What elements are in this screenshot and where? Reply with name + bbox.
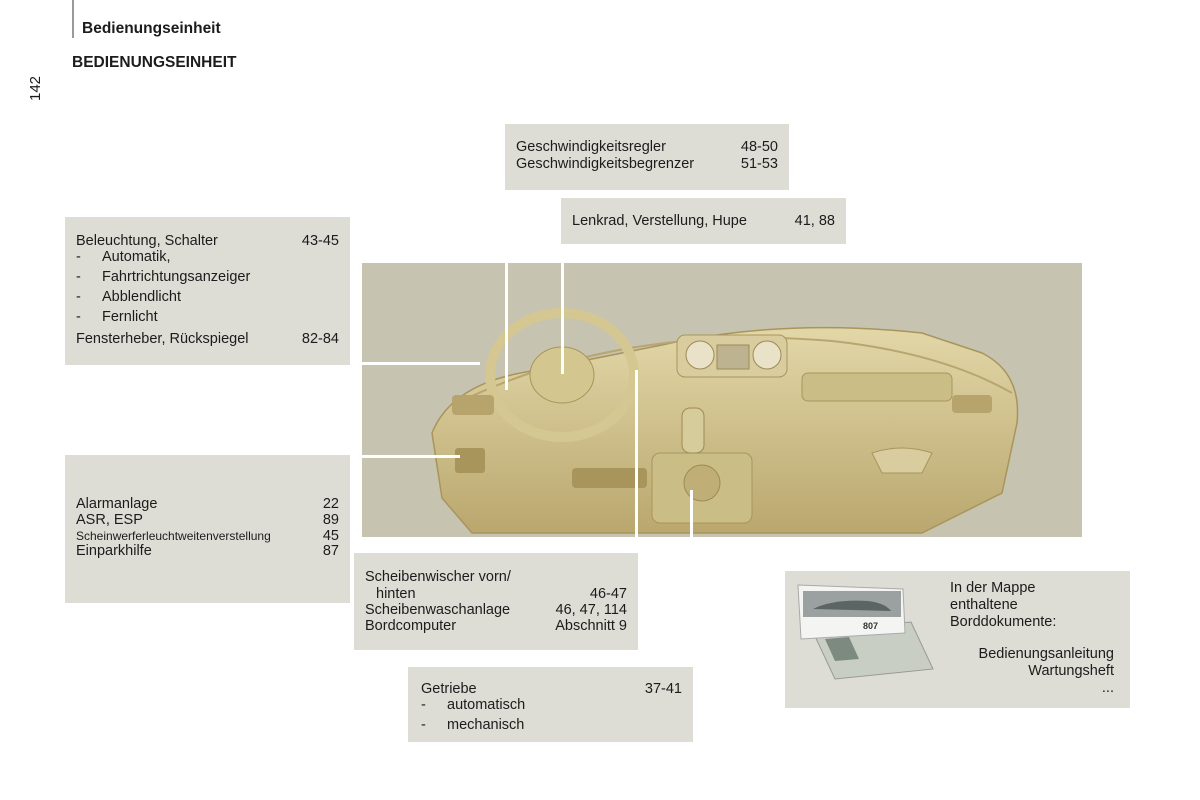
- speed-row-label: Geschwindigkeitsbegrenzer: [516, 156, 695, 172]
- wiper-row2-label: Scheibenwaschanlage: [365, 602, 511, 618]
- lighting-item: -Abblendlicht: [76, 289, 181, 305]
- alarm-row-label: Scheinwerferleuchtweitenverstellung: [76, 529, 271, 543]
- steering-box: Lenkrad, Verstellung, Hupe 41, 88: [561, 198, 846, 244]
- lighting-footer: Fensterheber, Rückspiegel: [76, 331, 249, 347]
- wiper-line2: hinten: [376, 586, 416, 602]
- documents-item-manual: Bedienungsanleitung: [978, 646, 1114, 662]
- page-heading: BEDIENUNGSEINHEIT: [72, 54, 237, 71]
- lighting-title-pages: 43-45: [301, 233, 339, 249]
- gearbox-box: Getriebe 37-41 -automatisch -mechanisch: [408, 667, 693, 742]
- lighting-title: Beleuchtung, Schalter: [76, 233, 218, 249]
- gearbox-title: Getriebe: [421, 681, 477, 697]
- speed-row-pages: 51-53: [740, 156, 778, 172]
- alarm-row-pages: 22: [322, 496, 339, 512]
- wiper-line1: Scheibenwischer vorn/: [365, 569, 511, 585]
- wiper-row3-label: Bordcomputer: [365, 618, 457, 634]
- alarm-row-pages: 87: [322, 543, 339, 559]
- gearbox-item: -mechanisch: [421, 717, 525, 733]
- documents-item-more: ...: [1101, 680, 1114, 696]
- steering-label: Lenkrad, Verstellung, Hupe: [572, 213, 747, 229]
- dashboard-drawing: [431, 308, 1019, 534]
- leader-line-wiper: [635, 370, 638, 553]
- wiper-box: Scheibenwischer vorn/ hinten 46-47 Scheib…: [354, 553, 638, 650]
- gearbox-pages: 37-41: [644, 681, 682, 697]
- dashboard-illustration: [362, 263, 1082, 537]
- page-number: 142: [27, 75, 45, 102]
- leader-line-lighting: [350, 362, 480, 365]
- speed-row-pages: 48-50: [740, 139, 778, 155]
- header-rule: [72, 0, 74, 38]
- alarm-row-pages: 89: [322, 512, 339, 528]
- lighting-item: -Fahrtrichtungsanzeiger: [76, 269, 251, 285]
- wiper-row2-pages: 46, 47, 114: [555, 602, 628, 618]
- documents-intro-2: enthaltene: [950, 597, 1018, 613]
- speed-row-label: Geschwindigkeitsregler: [516, 139, 666, 155]
- alarm-row-label: ASR, ESP: [76, 512, 143, 528]
- speed-box: Geschwindigkeitsregler 48-50 Geschwindigk…: [505, 124, 789, 190]
- lighting-footer-pages: 82-84: [301, 331, 339, 347]
- wiper-row3-pages: Abschnitt 9: [555, 618, 627, 634]
- leader-line-steering: [561, 244, 564, 374]
- lighting-box: Beleuchtung, Schalter 43-45 -Automatik, -…: [65, 217, 350, 365]
- alarm-row-label: Einparkhilfe: [76, 543, 152, 559]
- gearbox-item: -automatisch: [421, 697, 526, 713]
- leader-line-alarm: [350, 455, 460, 458]
- lighting-item: -Fernlicht: [76, 309, 158, 325]
- alarm-row-pages: 45: [322, 528, 339, 544]
- leader-line-gearbox: [690, 490, 693, 667]
- documents-box: 807 In der Mappe enthaltene Borddokument…: [785, 571, 1130, 708]
- alarm-box: Alarmanlage 22 ASR, ESP 89 Scheinwerferleu…: [65, 455, 350, 603]
- documents-item-service: Wartungsheft: [1028, 663, 1114, 679]
- documents-intro-3: Borddokumente:: [950, 614, 1057, 630]
- booklet-illustration: 807: [797, 584, 934, 680]
- booklet-label: 807: [863, 621, 878, 631]
- alarm-row-label: Alarmanlage: [76, 496, 158, 512]
- section-title: Bedienungseinheit: [82, 20, 221, 37]
- documents-intro-1: In der Mappe: [950, 580, 1036, 596]
- steering-pages: 41, 88: [794, 213, 835, 229]
- lighting-item: -Automatik,: [76, 249, 171, 265]
- leader-line-speed: [505, 190, 508, 390]
- wiper-line2-pages: 46-47: [589, 586, 627, 602]
